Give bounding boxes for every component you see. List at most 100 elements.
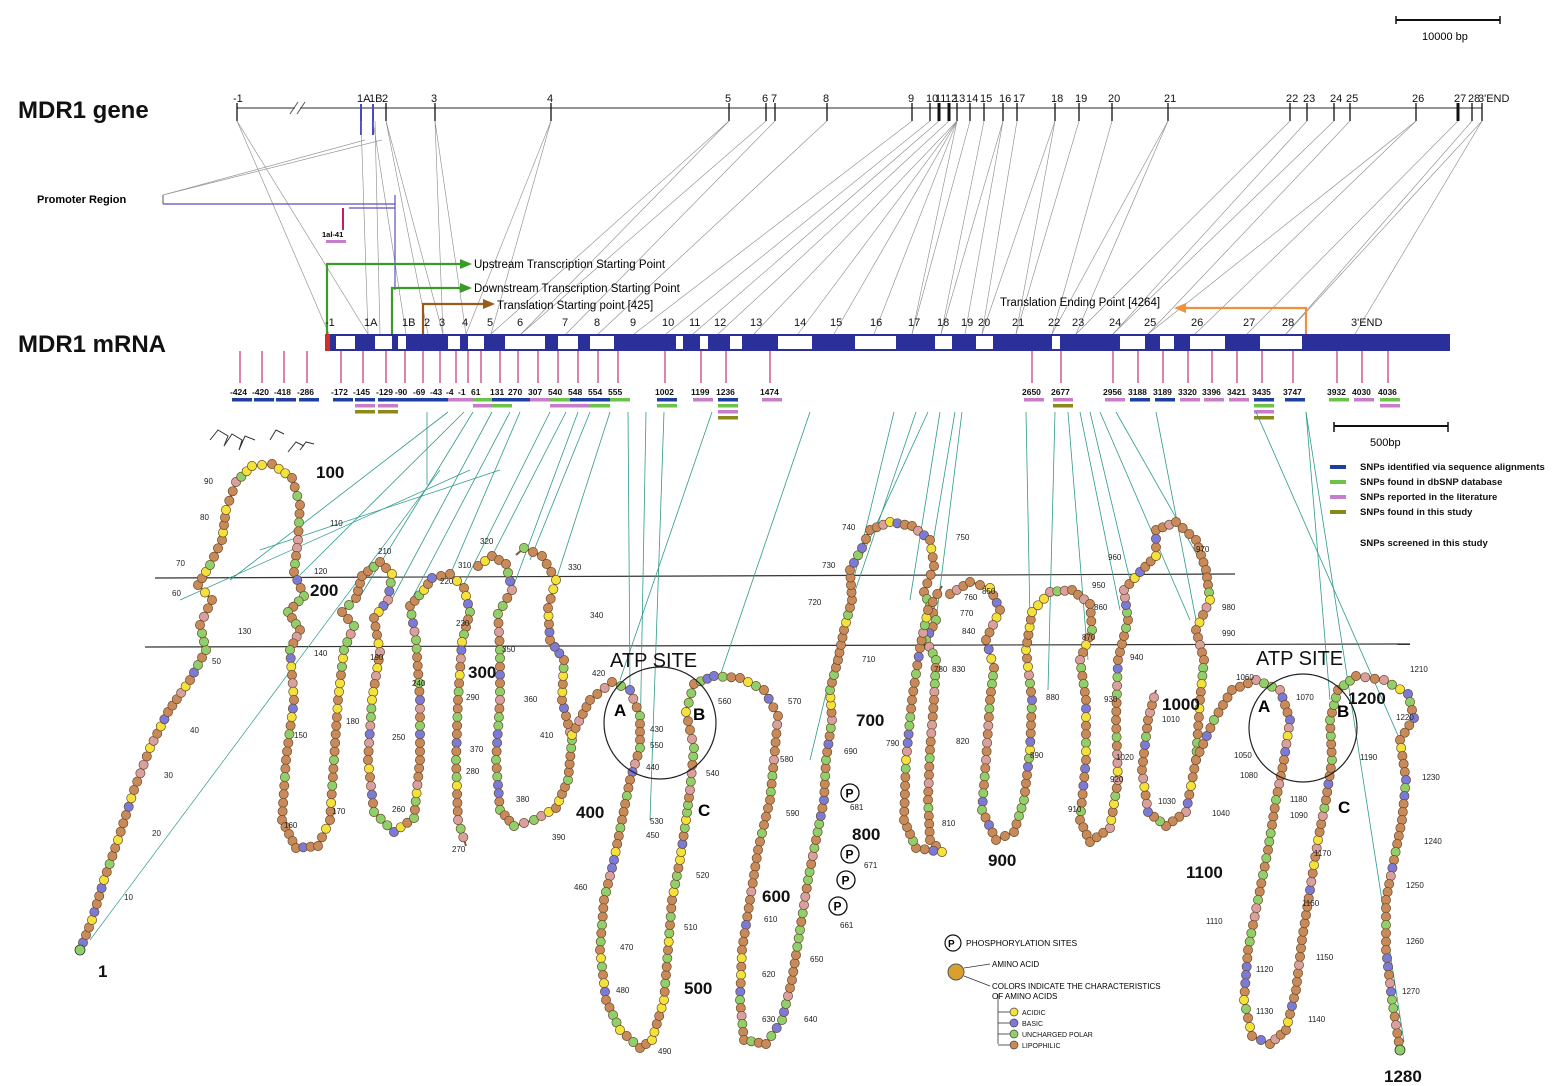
amino-acid-residue [1387,995,1397,1005]
snp-protein-link [1079,411,1121,611]
amino-acid-residue [1222,692,1233,703]
amino-acid-residue [757,828,767,839]
svg-text:P: P [834,900,842,914]
downstream-label: Downstream Transcription Starting Point [474,283,681,295]
amino-acid-residue [213,543,223,554]
amino-acid-residue [750,861,761,872]
amino-acid-residue [599,683,610,693]
amino-acid-residue [495,661,505,672]
amino-acid-residue [338,653,348,664]
amino-acid-residue [1019,795,1029,805]
snp-marker: 1236 [716,351,738,420]
gene-exon-label: 4 [547,93,553,105]
legend-item: SNPs identified via sequence alignments [1360,462,1545,473]
snp-marker: 3189 [1153,351,1175,402]
amino-acid-residue [257,460,267,470]
legend-item: SNPs reported in the literature [1360,492,1497,503]
snp-protein-link [299,411,465,576]
gene-exon-label: 14 [966,93,978,105]
amino-acid-residue [326,789,337,800]
snp-label: 3188 [1128,387,1147,397]
phospho-legend-symbol: P [948,939,955,950]
snp-marker: -1 [458,351,480,402]
residue-number-minor: 1010 [1162,715,1180,724]
residue-number-minor: 1270 [1402,987,1420,996]
residue-number-minor: 661 [840,921,854,930]
snp-bar-pink [1254,410,1274,414]
amino-acid-residue [1078,780,1089,791]
gene-exon-label: 24 [1330,93,1342,105]
amino-acid-residue [1080,763,1091,774]
amino-acid-residue [366,703,377,714]
amino-acid-residue [409,804,420,815]
amino-acid-residue [927,711,938,722]
snp-bar-olive [718,416,738,420]
aa-class-label: BASIC [1022,1021,1043,1028]
residue-number-major: 1 [98,962,107,981]
residue-number-major: 400 [576,803,604,822]
amino-acid-residue [982,729,993,740]
amino-acid-residue [375,557,385,567]
amino-acid-residue [616,681,626,691]
amino-acid-residue [1192,729,1203,740]
amino-acid-residue [415,746,425,757]
mrna-exon-label: -1 [325,317,335,329]
site-c-2: C [1338,798,1350,817]
amino-acid-residue [330,729,341,740]
mrna-exon-label: 4 [462,317,468,329]
residue-number-minor: 20 [152,829,161,838]
amino-acid-residue [751,681,761,691]
amino-acid-residue [1023,661,1033,672]
residue-number-minor: 140 [314,649,328,658]
amino-acid-residue [123,801,134,812]
snp-marker: 2956 [1103,351,1125,402]
amino-acid-residue [811,835,821,845]
amino-acid-residue [415,695,425,705]
amino-acid-residue [809,843,820,853]
snp-label: 307 [528,387,542,397]
snp-label: 3747 [1283,387,1302,397]
amino-acid-residue [199,636,209,647]
site-b-1: B [693,705,705,724]
snp-bar-pink [530,398,550,402]
amino-acid-residue [683,716,693,726]
amino-acid-residue [1395,684,1405,695]
residue-number-minor: 180 [346,717,360,726]
amino-acid-residue [926,543,937,554]
snp-protein-link [1067,411,1089,661]
amino-acid-residue [207,595,217,605]
amino-acid-residue [121,810,131,820]
amino-acid-residue [411,635,421,645]
amino-acid-residue [1264,836,1275,847]
amino-acid-residue [585,695,595,705]
amino-acid-residue [1143,807,1153,817]
snp-marker: 1199 [691,351,713,402]
amino-acid-residue [1360,672,1371,683]
amino-acid-residue [1291,985,1301,995]
amino-acid-residue [278,797,289,808]
gene-exon-label: -1 [233,93,243,105]
residue-number-minor: 1180 [1290,795,1308,804]
snp-marker: 3188 [1128,351,1150,402]
amino-acid-residue [502,593,513,603]
amino-acid-residue [1138,773,1149,784]
amino-acid-residue [803,875,813,885]
residue-number-major: 300 [468,663,496,682]
amino-acid-residue [599,895,609,905]
amino-acid-residue [741,920,751,930]
amino-acid-residue [1267,820,1277,830]
amino-acid-residue [1301,910,1311,920]
amino-acid-residue [494,627,504,637]
amino-acid-residue [1381,928,1391,939]
residue-number-minor: 940 [1130,653,1144,662]
snp-marker: -43 [430,351,452,402]
amino-acid-residue [135,768,146,779]
amino-acid-residue [797,908,808,919]
amino-acid-residue [985,695,995,705]
amino-acid-residue [1112,663,1123,674]
amino-acid-residue [1241,961,1252,972]
amino-acid-residue [1297,935,1307,945]
residue-number-minor: 1090 [1290,811,1308,820]
amino-acid-residue [911,669,921,679]
amino-acid-residue [899,815,909,825]
